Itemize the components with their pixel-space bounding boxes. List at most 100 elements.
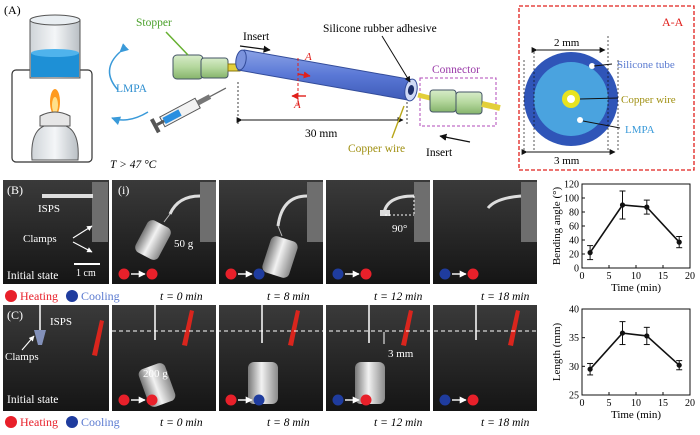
silicone-tube [235, 49, 418, 102]
y-tick-label: 40 [569, 305, 579, 316]
beaker-heater-illustration [11, 14, 93, 163]
connector-box [419, 77, 497, 127]
x-tick-label: 0 [580, 398, 585, 409]
temperature-label: T > 47 °C [110, 159, 157, 171]
data-point [619, 330, 626, 336]
angle-label: 90° [392, 223, 407, 235]
leader-line [593, 63, 613, 67]
x-tick-label: 10 [631, 398, 641, 409]
initial-state-label: Initial state [7, 270, 58, 282]
tube-label: Silicone tube [617, 59, 675, 71]
clamps-label: Clamps [23, 233, 57, 245]
scale-label: 1 cm [76, 268, 96, 279]
y-tick-label: 60 [569, 222, 579, 233]
wire-label: Copper wire [621, 94, 676, 106]
y-tick-label: 40 [569, 236, 579, 247]
copper-wire-label: Copper wire [348, 143, 405, 155]
flow-arrow [111, 111, 149, 126]
cooling-legend: Cooling [81, 289, 120, 303]
lmpa-section-label: LMPA [625, 124, 655, 136]
x-tick-label: 5 [607, 398, 612, 409]
stopper-left [172, 54, 241, 80]
y-tick-label: 120 [564, 180, 579, 191]
x-tick-label: 20 [685, 398, 695, 409]
plot-frame [581, 308, 691, 396]
data-point [644, 333, 650, 339]
insert-top-label: Insert [243, 31, 270, 43]
stopper-leader [165, 31, 189, 56]
panel-a-label: (A) [4, 3, 21, 17]
heating-legend: Heating [20, 289, 58, 303]
cooling-icon [66, 290, 78, 302]
insert-arrow [439, 133, 471, 143]
x-tick-label: 15 [658, 271, 668, 282]
series-line [589, 332, 680, 370]
section-title: A-A [662, 15, 684, 29]
cooling-legend: Cooling [81, 415, 120, 429]
heating-icon [5, 290, 17, 302]
data-point [619, 202, 626, 208]
syringe-illustration [149, 87, 227, 134]
y-tick-label: 35 [569, 333, 579, 344]
heating-legend: Heating [20, 415, 58, 429]
y-axis-label: Bending angle (°) [551, 187, 563, 266]
clamps-arrow [21, 335, 35, 351]
panel-b-photos [3, 180, 537, 284]
x-tick-label: 20 [685, 271, 695, 282]
weight-label: 200 g [143, 368, 168, 380]
y-tick-label: 20 [569, 250, 579, 261]
section-mark: A [304, 51, 312, 63]
section-mark: A [293, 99, 301, 111]
data-point [676, 362, 682, 368]
y-axis-label: Length (mm) [551, 322, 563, 381]
x-tick-label: 15 [658, 398, 668, 409]
panel-c-label: (C) [7, 308, 23, 322]
y-tick-label: 25 [569, 391, 579, 402]
y-tick-label: 0 [574, 264, 579, 275]
flow-arrow [108, 43, 130, 91]
copper-wire-leader [391, 105, 405, 139]
state-indicators-c [118, 394, 479, 406]
adhesive-label: Silicone rubber adhesive [323, 23, 437, 35]
outer-diameter-label: 3 mm [554, 155, 580, 167]
x-tick-label: 10 [631, 271, 641, 282]
state-indicators-b [118, 268, 479, 280]
isps-label: ISPS [38, 203, 60, 215]
clamps-label: Clamps [5, 351, 39, 363]
section-arrow [297, 71, 311, 79]
time-label: t = 8 min [267, 417, 310, 429]
extension-label: 3 mm [388, 348, 414, 360]
cooling-icon [66, 416, 78, 428]
adhesive-arrow [381, 35, 411, 83]
initial-state-label: Initial state [7, 394, 58, 406]
plot-frame [581, 183, 691, 269]
inner-diameter-label: 2 mm [554, 37, 580, 49]
isps-label: ISPS [50, 316, 72, 328]
data-point [587, 366, 593, 372]
panel-c-photos [3, 305, 537, 411]
y-tick-label: 30 [569, 362, 579, 373]
x-axis-label: Time (min) [611, 409, 661, 421]
series-line [589, 204, 680, 254]
weight-label: 50 g [174, 238, 194, 250]
data-point [644, 204, 650, 210]
time-label: t = 0 min [160, 291, 203, 303]
x-tick-label: 0 [580, 271, 585, 282]
insert-arrow [239, 45, 271, 53]
stopper-right [417, 89, 501, 115]
panel-b-sub-label: (i) [118, 183, 129, 197]
time-label: t = 0 min [160, 417, 203, 429]
time-label: t = 18 min [481, 291, 530, 303]
lmpa-label: LMPA [116, 83, 148, 95]
time-label: t = 12 min [374, 291, 423, 303]
stopper-label: Stopper [136, 17, 172, 29]
leader-line [582, 120, 621, 129]
clamps-arrow [72, 241, 93, 253]
data-point [676, 239, 682, 245]
time-label: t = 18 min [481, 417, 530, 429]
clamps-arrow [72, 225, 93, 239]
y-tick-label: 80 [569, 208, 579, 219]
data-point [587, 250, 593, 256]
